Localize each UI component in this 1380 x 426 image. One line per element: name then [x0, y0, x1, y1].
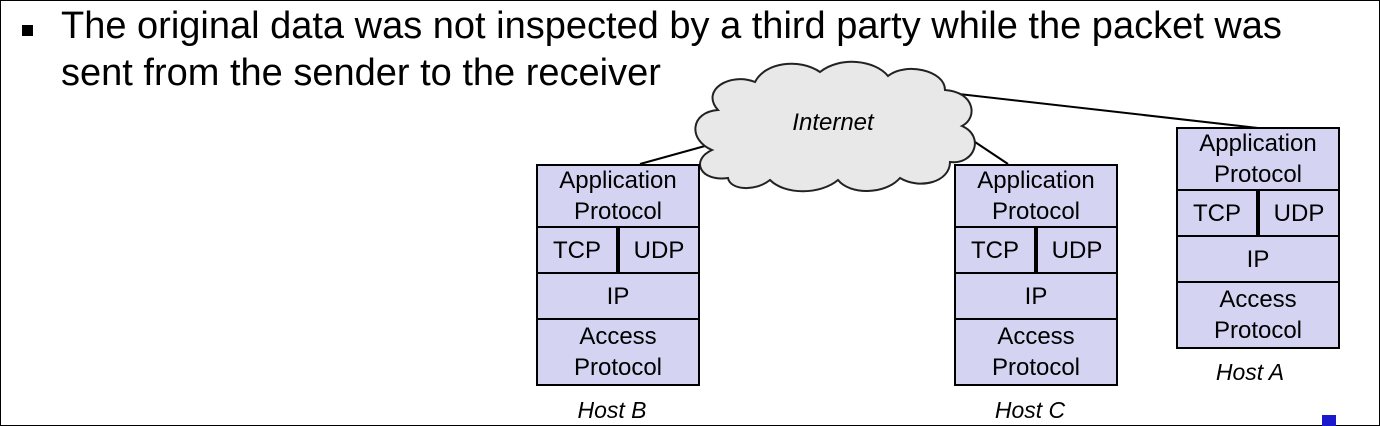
slide-corner-marker — [1322, 415, 1336, 426]
udp-layer: UDP — [1036, 226, 1118, 274]
layer-label: UDP — [1273, 199, 1325, 227]
layer-label: UDP — [633, 236, 685, 264]
layer-label: Protocol — [991, 198, 1081, 225]
layer-label: IP — [606, 282, 630, 310]
layer-label: IP — [1024, 282, 1048, 310]
layer-label: Access — [579, 323, 657, 350]
udp-layer: UDP — [618, 226, 700, 274]
tcp-layer: TCP — [536, 226, 618, 274]
application-protocol-layer: Application Protocol — [954, 164, 1118, 228]
layer-label: UDP — [1051, 236, 1103, 264]
internet-label: Internet — [792, 109, 874, 136]
host-b-stack: Application Protocol TCP UDP IP Access P… — [536, 164, 700, 386]
layer-label: Application — [559, 167, 677, 194]
ip-layer: IP — [536, 272, 700, 320]
layer-label: TCP — [1193, 199, 1241, 227]
internet-cloud — [694, 60, 976, 193]
ip-layer: IP — [1176, 235, 1340, 283]
host-b-label: Host B — [577, 397, 647, 423]
layer-label: TCP — [553, 236, 601, 264]
udp-layer: UDP — [1258, 189, 1340, 237]
ip-layer: IP — [954, 272, 1118, 320]
layer-label: Application — [1199, 130, 1317, 157]
application-protocol-layer: Application Protocol — [1176, 127, 1340, 191]
tcp-layer: TCP — [954, 226, 1036, 274]
access-protocol-layer: Access Protocol — [1176, 281, 1340, 349]
layer-label: Protocol — [1213, 161, 1303, 188]
link-host-b — [639, 145, 706, 165]
host-c-stack: Application Protocol TCP UDP IP Access P… — [954, 164, 1118, 386]
layer-label: Protocol — [1213, 317, 1303, 344]
layer-label: IP — [1246, 245, 1270, 273]
host-a-label: Host A — [1215, 359, 1285, 385]
host-a-stack: Application Protocol TCP UDP IP Access P… — [1176, 127, 1340, 349]
host-c-label: Host C — [994, 397, 1066, 423]
layer-label: Access — [1219, 286, 1297, 313]
application-protocol-layer: Application Protocol — [536, 164, 700, 228]
layer-label: Protocol — [573, 198, 663, 225]
link-host-c — [971, 139, 1009, 165]
access-protocol-layer: Access Protocol — [536, 318, 700, 386]
access-protocol-layer: Access Protocol — [954, 318, 1118, 386]
layer-label: Application — [977, 167, 1095, 194]
tcp-layer: TCP — [1176, 189, 1258, 237]
bullet-text: The original data was not inspected by a… — [61, 5, 1282, 94]
layer-label: Protocol — [573, 354, 663, 381]
bullet-marker — [22, 25, 33, 36]
layer-label: Protocol — [991, 354, 1081, 381]
link-host-a — [949, 92, 1259, 129]
layer-label: Access — [997, 323, 1075, 350]
layer-label: TCP — [971, 236, 1019, 264]
